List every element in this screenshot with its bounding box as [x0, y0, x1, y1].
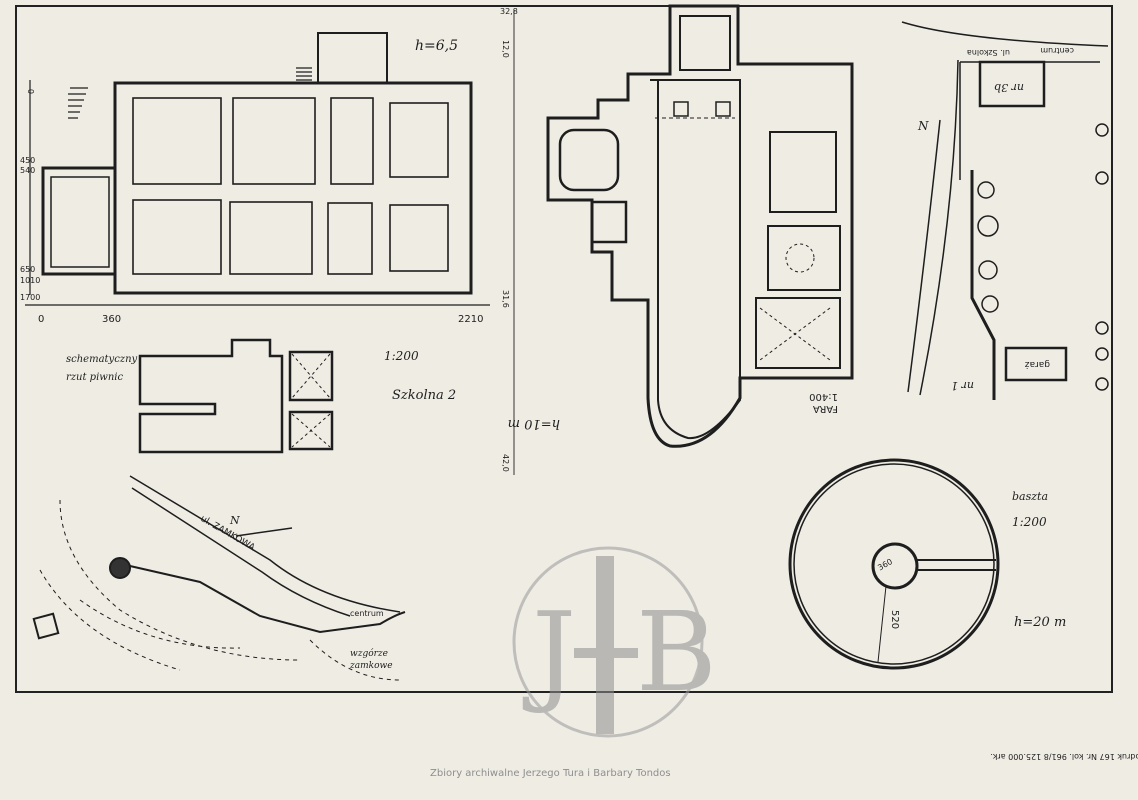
baszta-outer-circle — [788, 458, 1000, 670]
basement-outline — [138, 338, 284, 454]
baszta-core — [871, 542, 919, 590]
sheet-border — [15, 5, 1113, 693]
print-note: Introdruk 167 Nr. kol. 961/8 125.000 ark… — [990, 752, 1138, 761]
baszta-plan — [788, 458, 1000, 670]
watermark-cross — [574, 648, 638, 658]
room — [389, 204, 449, 272]
left-dim-540: 540 — [20, 166, 35, 175]
baszta-passage — [916, 559, 996, 571]
basement-room — [288, 410, 334, 451]
vault-lines — [759, 307, 831, 361]
chapel — [558, 128, 620, 192]
fara-dim-1: 12,0 — [501, 40, 510, 58]
chapel — [769, 131, 837, 213]
fara-dim-0: 32,8 — [500, 7, 518, 16]
watermark-letter-j: J — [522, 588, 576, 716]
baszta-name: baszta — [1012, 490, 1048, 503]
path-line — [129, 565, 406, 634]
chapel — [755, 297, 841, 369]
szkolna-annex — [41, 166, 117, 276]
wall-line — [970, 170, 996, 400]
road-edge — [907, 119, 941, 393]
chapel — [767, 225, 841, 291]
stairs-icon — [68, 67, 312, 119]
basement-caption-line2: rzut piwnic — [66, 372, 123, 383]
contour-lines — [39, 499, 401, 681]
room — [232, 97, 316, 185]
room — [132, 97, 222, 185]
fara-dim-2: 31,6 — [501, 290, 510, 308]
watermark-arc-text: Zbiory archiwalne Jerzego Tura i Barbary… — [430, 768, 671, 779]
zamkowa-centrum: centrum — [350, 609, 384, 618]
baszta-inner-dim: 360 — [876, 557, 894, 572]
baszta-inner-circle — [793, 463, 995, 665]
bottom-dim-0: 0 — [38, 314, 44, 325]
chapel — [590, 200, 628, 244]
building-3b — [978, 60, 1046, 108]
zamkowa-north: N — [229, 514, 240, 527]
street-edge — [901, 21, 1109, 47]
fara-dim-3: 42,0 — [501, 454, 510, 472]
fara-height-label: h=10 m — [508, 416, 560, 431]
road-edge — [919, 59, 959, 396]
szkolna-north: N — [917, 119, 929, 133]
site-plan-szkolna — [901, 21, 1109, 400]
church-nave — [650, 79, 741, 440]
szkolna-centrum: centrum — [1040, 46, 1074, 55]
fara-church-plan — [546, 4, 854, 448]
fara-scale: 1:400 — [809, 391, 838, 402]
site-plan-zamkowa — [32, 475, 406, 681]
garage-label: garaż — [1025, 359, 1050, 369]
szkolna-height-label: h=6,5 — [415, 38, 458, 54]
room — [229, 201, 313, 275]
szkolna-title: Szkolna 2 — [392, 388, 456, 403]
pillar — [673, 101, 689, 117]
baszta-height: h=20 m — [1014, 615, 1066, 630]
tower-annex — [317, 32, 388, 84]
room — [327, 202, 373, 275]
watermark-letter-b: B — [636, 588, 717, 716]
left-dim-1010: 1010 — [20, 276, 40, 285]
szkolna-scale: 1:200 — [384, 349, 419, 363]
bottom-dim-360: 360 — [102, 314, 121, 325]
annex-room — [50, 176, 110, 268]
building-1-label: nr 1 — [951, 379, 974, 392]
fara-name: FARA — [813, 403, 838, 414]
basement-room — [288, 350, 334, 402]
tower-mark — [109, 557, 131, 579]
room — [389, 102, 449, 178]
baszta-radius: 520 — [889, 610, 900, 629]
small-building — [32, 612, 60, 640]
bottom-dim-2210: 2210 — [458, 314, 483, 325]
watermark-ring — [512, 546, 704, 738]
hill-label-line1: wzgórze — [350, 648, 388, 659]
basement-caption-line1: schematyczny — [66, 354, 138, 365]
szkolna-outer-wall — [113, 81, 473, 295]
church-tower — [679, 15, 731, 71]
left-dim-1700: 1700 — [20, 293, 40, 302]
basement-plan — [138, 338, 334, 454]
trees — [977, 123, 1109, 391]
room — [330, 97, 374, 185]
left-dim-650: 650 — [20, 265, 35, 274]
room — [132, 199, 222, 275]
street-szkolna: ul. Szkolna — [967, 48, 1010, 57]
pillar — [715, 101, 731, 117]
vault-circle — [785, 243, 815, 273]
baszta-scale: 1:200 — [1012, 515, 1047, 529]
garage — [1004, 346, 1068, 382]
street-edge — [131, 487, 351, 617]
watermark-bar — [596, 556, 614, 734]
left-dim-450: 450 — [20, 156, 35, 165]
szkolna-floor-plan — [25, 32, 490, 306]
street-edge — [129, 475, 401, 613]
hill-label-line2: zamkowe — [349, 661, 393, 671]
archive-watermark: J B — [512, 546, 717, 738]
building-3b-label: nr 3b — [994, 81, 1024, 94]
radius-line — [877, 585, 887, 663]
left-dim-0: 0 — [27, 89, 36, 94]
north-arrow — [235, 527, 293, 537]
